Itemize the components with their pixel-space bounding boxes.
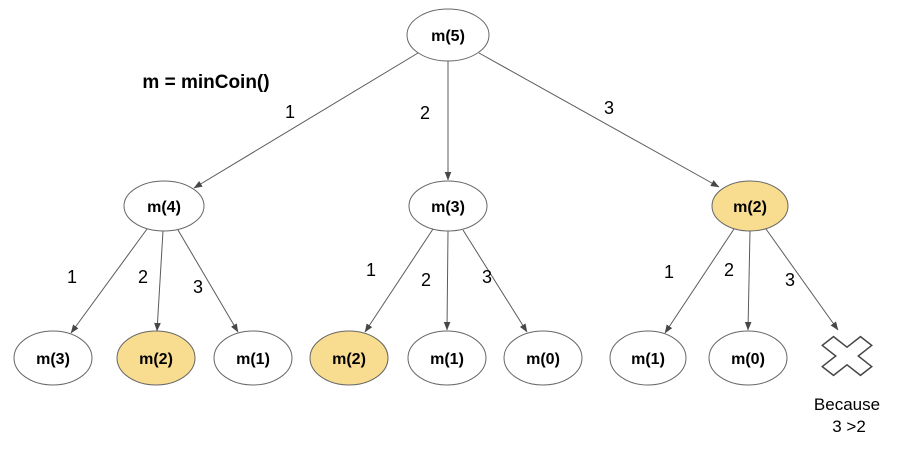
edge-label: 2 [421,270,431,290]
node-m3-mid: m(3) [408,180,488,232]
node-ellipse [213,330,293,386]
edge-label: 3 [785,270,795,290]
edge-label: 3 [482,267,492,287]
edge-arrow [744,230,752,331]
node-m4: m(4) [123,180,205,232]
node-label: m(2) [332,351,366,368]
edge-m4-m1leaf: 3 [177,229,239,333]
node-m3-leaf: m(3) [13,330,93,386]
node-m2-leaf-1-highlighted: m(2) [116,330,196,386]
edge-arrow [177,229,239,333]
node-ellipse [408,180,488,232]
function-label: m = minCoin() [142,72,269,93]
node-label: m(2) [139,351,173,368]
edge-label: 1 [664,262,674,282]
edge-label: 2 [138,267,148,287]
edge-m3-m1leaf: 2 [421,230,451,331]
node-label: m(1) [430,351,464,368]
edge-m2-m0leaf: 2 [724,230,752,331]
edge-arrow [765,228,839,331]
edge-arrow [443,230,451,331]
tree-edges: 1 2 3 1 2 3 1 2 [67,52,839,334]
edge-m2-rejected: 3 [765,228,839,331]
edge-arrow [364,228,434,333]
edge-label: 1 [366,260,376,280]
rejected-branch: Because 3 >2 [809,326,885,436]
edge-arrow [193,52,419,189]
edge-m2-m1leaf: 1 [664,228,735,334]
node-m5-root: m(5) [406,8,490,62]
node-label: m(2) [733,199,767,216]
edge-label: 1 [67,267,77,287]
node-label: m(0) [731,351,765,368]
node-label: m(0) [526,351,560,368]
edge-m5-m3: 2 [420,61,452,181]
node-ellipse [406,8,490,62]
node-ellipse [503,330,583,386]
node-label: m(1) [631,351,665,368]
node-ellipse [13,330,93,386]
tree-nodes: m(5) m(4) m(3) m(2) m(3) m(2) m(1) m(2) [13,8,789,386]
edge-arrow [154,230,164,332]
node-m2-right-highlighted: m(2) [711,180,789,232]
node-m0-leaf-1: m(0) [503,330,583,386]
edge-label: 3 [604,98,614,118]
node-ellipse [708,330,788,386]
edge-arrow [664,228,735,334]
edge-label: 2 [724,260,734,280]
node-m1-leaf-2: m(1) [407,330,487,386]
edge-m5-m4: 1 [193,52,419,189]
node-label: m(3) [431,199,465,216]
node-label: m(1) [236,351,270,368]
edge-label: 1 [285,102,295,122]
node-m2-leaf-2-highlighted: m(2) [309,330,389,386]
node-label: m(5) [431,28,465,45]
edge-m4-m3leaf: 1 [67,228,148,334]
edge-m3-m0leaf: 3 [462,229,528,333]
edge-arrow [462,229,528,333]
node-ellipse [407,330,487,386]
edge-m3-m2leaf: 1 [364,228,434,333]
rejection-reason-line2: 3 >2 [832,417,866,436]
node-ellipse-highlighted [711,180,789,232]
edge-m5-m2: 3 [478,52,720,188]
x-cross-icon [809,326,885,386]
edge-arrow [70,228,148,334]
node-label: m(3) [36,351,70,368]
node-ellipse [123,180,205,232]
node-m0-leaf-2: m(0) [708,330,788,386]
node-m1-leaf-3: m(1) [609,330,687,386]
edge-label: 3 [193,277,203,297]
node-label: m(4) [147,199,181,216]
node-m1-leaf-1: m(1) [213,330,293,386]
rejection-reason-line1: Because [814,395,880,414]
edge-m4-m2leaf: 2 [138,230,164,332]
node-ellipse [609,330,687,386]
edge-arrow [478,52,720,188]
edge-label: 2 [420,103,430,123]
node-ellipse-highlighted [116,330,196,386]
node-ellipse-highlighted [309,330,389,386]
